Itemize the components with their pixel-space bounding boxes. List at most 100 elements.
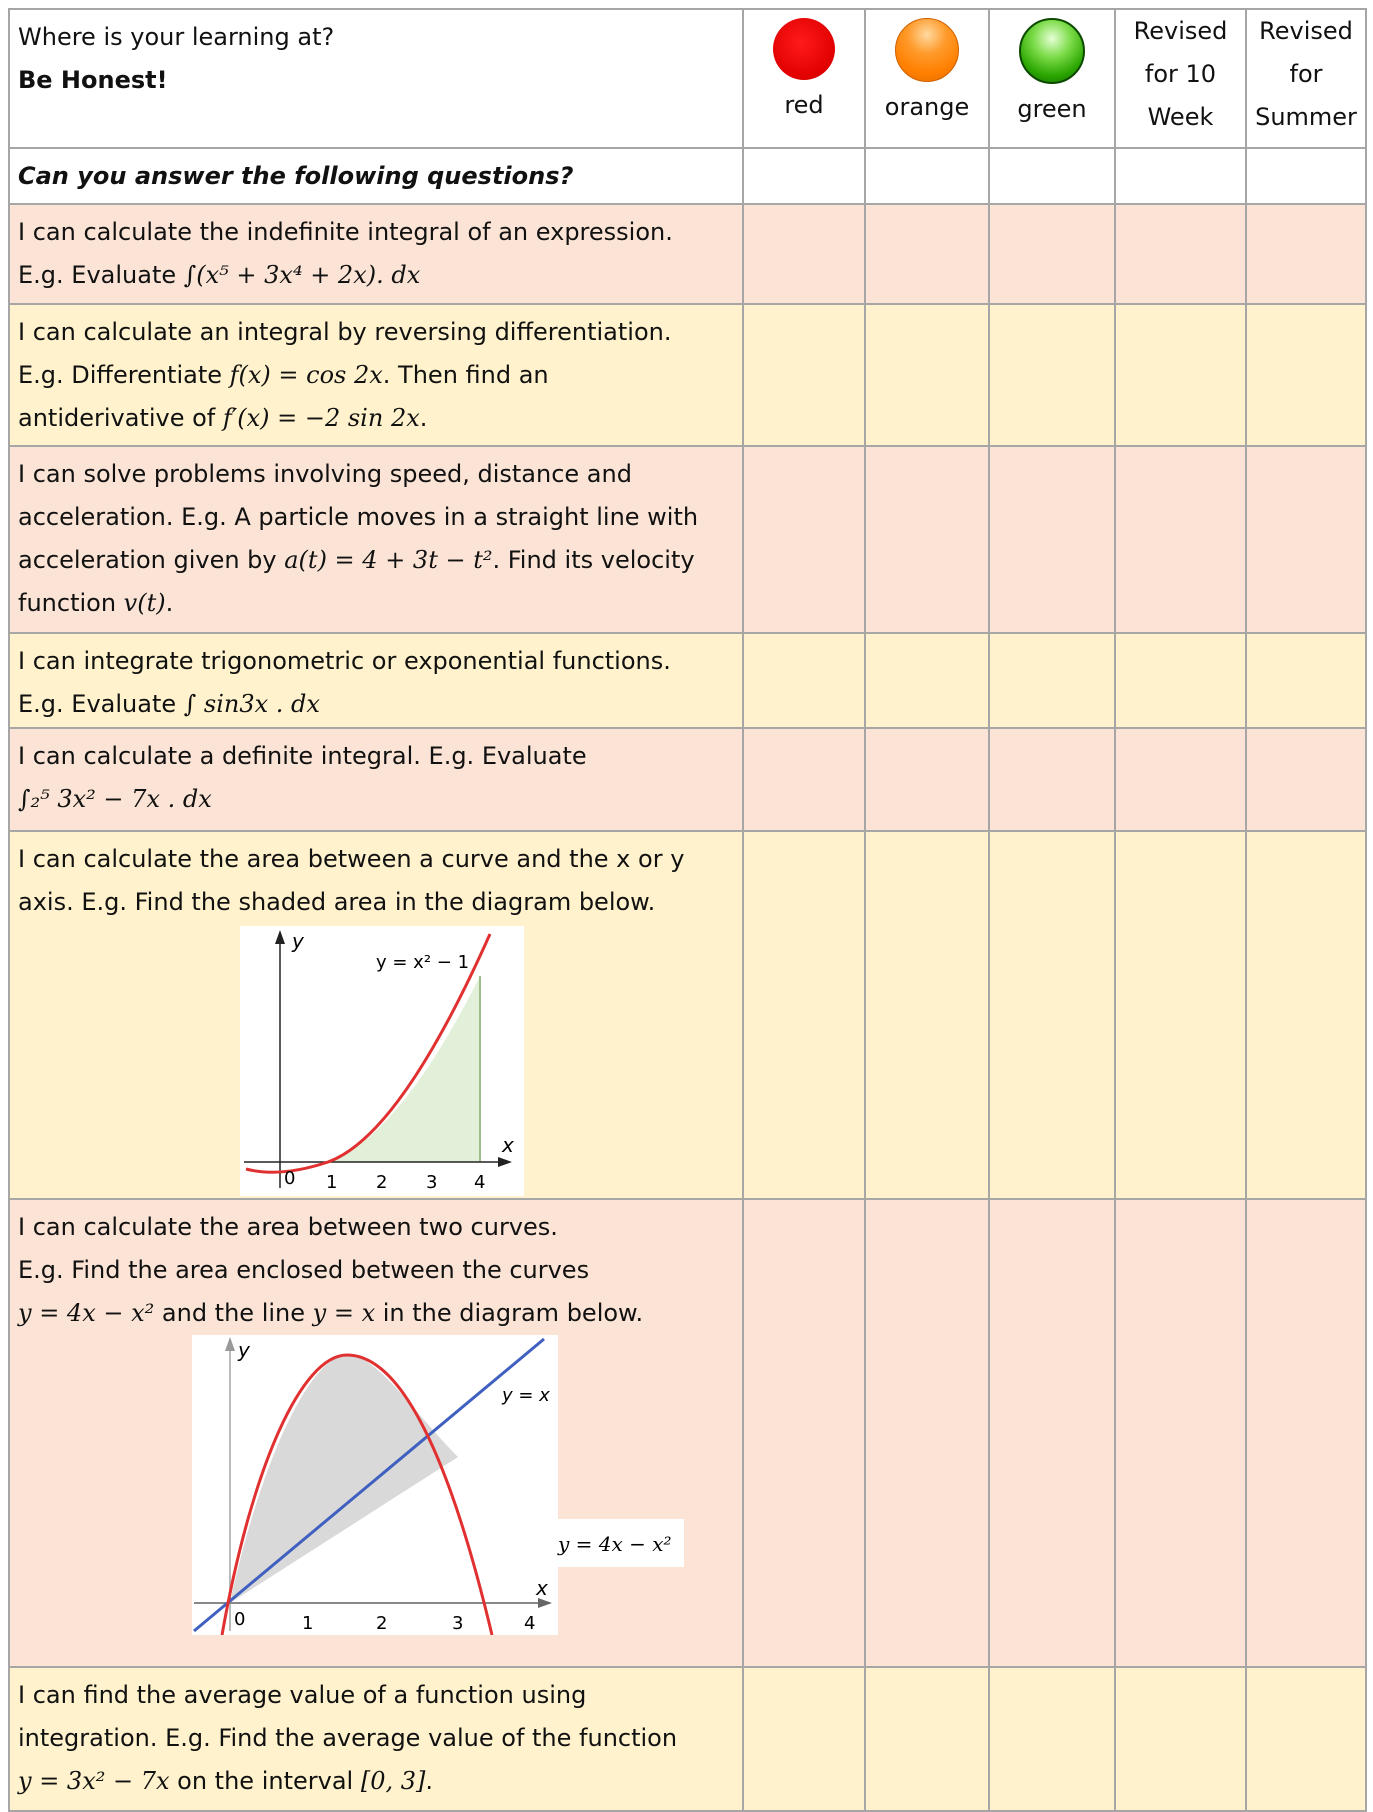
row2-line2: E.g. Differentiate f(x) = cos 2x. Then f… [18, 354, 734, 397]
self-assessment-table: Where is your learning at? Be Honest! re… [8, 8, 1367, 1812]
row3-line3-math: a(t) = 4 + 3t − t² [284, 546, 493, 574]
row2-line3-suffix: . [419, 404, 428, 432]
check-cell-orange[interactable] [864, 1198, 990, 1668]
check-cell-revised-summer[interactable] [1245, 727, 1367, 832]
check-cell-orange[interactable] [864, 830, 990, 1200]
revised-summer-line2: for [1289, 60, 1323, 88]
header-row: Where is your learning at? Be Honest! re… [8, 8, 1367, 149]
question-row-4: I can integrate trigonometric or exponen… [8, 632, 1367, 729]
check-cell-revised-10[interactable] [1114, 445, 1247, 634]
question-row-5: I can calculate a definite integral. E.g… [8, 727, 1367, 832]
row8-line3: y = 3x² − 7x on the interval [0, 3]. [18, 1760, 734, 1803]
check-cell-green[interactable] [988, 445, 1116, 634]
diagram2-tick-4: 4 [524, 1613, 535, 1634]
revised10-line1: Revised [1133, 17, 1228, 45]
check-cell-red[interactable] [742, 632, 866, 729]
check-cell-revised-10[interactable] [1114, 830, 1247, 1200]
check-cell-revised-10[interactable] [1114, 203, 1247, 305]
check-cell[interactable] [988, 147, 1116, 205]
header-revised-summer-cell: Revised for Summer [1245, 8, 1367, 149]
check-cell-revised-summer[interactable] [1245, 303, 1367, 447]
subheader-text: Can you answer the following questions? [18, 162, 574, 190]
diagram1-tick-0: 0 [284, 1168, 295, 1189]
diagram2-tick-1: 1 [302, 1613, 313, 1634]
row2-line3-math: f′(x) = −2 sin 2x [222, 404, 420, 432]
check-cell-orange[interactable] [864, 632, 990, 729]
row7-line2: E.g. Find the area enclosed between the … [18, 1256, 590, 1284]
check-cell-revised-summer[interactable] [1245, 830, 1367, 1200]
orange-label: orange [884, 93, 970, 121]
check-cell[interactable] [742, 147, 866, 205]
row7-mid: and the line [154, 1299, 313, 1327]
check-cell-revised-10[interactable] [1114, 303, 1247, 447]
row1-prefix: E.g. Evaluate [18, 261, 184, 289]
row6-line1: I can calculate the area between a curve… [18, 845, 685, 873]
check-cell-red[interactable] [742, 727, 866, 832]
header-question-cell: Where is your learning at? Be Honest! [8, 8, 744, 149]
check-cell-revised-summer[interactable] [1245, 632, 1367, 729]
check-cell-orange[interactable] [864, 203, 990, 305]
diagram1-tick-1: 1 [326, 1172, 337, 1193]
revised-summer-line1: Revised [1259, 17, 1353, 45]
check-cell-revised-10[interactable] [1114, 632, 1247, 729]
row8-math: y = 3x² − 7x [18, 1767, 170, 1795]
row3-line3-prefix: acceleration given by [18, 546, 285, 574]
red-circle-icon [773, 18, 835, 80]
row1-line1: I can calculate the indefinite integral … [18, 218, 673, 246]
check-cell-revised-10[interactable] [1114, 1666, 1247, 1812]
revised10-line3: Week [1147, 103, 1214, 131]
row1-line2: E.g. Evaluate ∫(x⁵ + 3x⁴ + 2x). dx [18, 254, 734, 297]
row3-line4-suffix: . [165, 589, 174, 617]
header-honest: Be Honest! [18, 66, 168, 94]
check-cell-revised-summer[interactable] [1245, 203, 1367, 305]
check-cell[interactable] [864, 147, 990, 205]
area-between-curves-diagram: y x y = x y = 4x − x² 0 1 2 3 4 [192, 1335, 684, 1635]
check-cell-red[interactable] [742, 445, 866, 634]
check-cell-red[interactable] [742, 1666, 866, 1812]
check-cell-green[interactable] [988, 1666, 1116, 1812]
diagram2-curve-label: y = 4x − x² [557, 1532, 672, 1556]
check-cell-green[interactable] [988, 203, 1116, 305]
check-cell-green[interactable] [988, 1198, 1116, 1668]
diagram2-y-label: y [237, 1338, 251, 1362]
check-cell-orange[interactable] [864, 727, 990, 832]
green-circle-icon [1019, 18, 1085, 84]
diagram1-x-label: x [501, 1133, 514, 1157]
check-cell[interactable] [1114, 147, 1247, 205]
diagram2-tick-3: 3 [452, 1613, 463, 1634]
check-cell-green[interactable] [988, 303, 1116, 447]
check-cell-orange[interactable] [864, 1666, 990, 1812]
row4-line1: I can integrate trigonometric or exponen… [18, 647, 671, 675]
check-cell[interactable] [1245, 147, 1367, 205]
diagram1-tick-3: 3 [426, 1172, 437, 1193]
diagram1-tick-2: 2 [376, 1172, 387, 1193]
row3-line3-suffix: . Find its velocity [492, 546, 695, 574]
check-cell-red[interactable] [742, 303, 866, 447]
diagram2-x-label: x [535, 1576, 548, 1600]
subheader-row: Can you answer the following questions? [8, 147, 1367, 205]
check-cell-revised-summer[interactable] [1245, 1198, 1367, 1668]
check-cell-revised-summer[interactable] [1245, 1666, 1367, 1812]
row2-suffix: . Then find an [382, 361, 549, 389]
check-cell-orange[interactable] [864, 303, 990, 447]
header-orange-cell: orange [864, 8, 990, 149]
diagram2-tick-2: 2 [376, 1613, 387, 1634]
check-cell-green[interactable] [988, 727, 1116, 832]
row7-suffix: in the diagram below. [375, 1299, 644, 1327]
check-cell-green[interactable] [988, 830, 1116, 1200]
check-cell-red[interactable] [742, 1198, 866, 1668]
row7-line1: I can calculate the area between two cur… [18, 1213, 558, 1241]
check-cell-red[interactable] [742, 830, 866, 1200]
question-row-6: I can calculate the area between a curve… [8, 830, 1367, 1200]
check-cell-green[interactable] [988, 632, 1116, 729]
check-cell-revised-10[interactable] [1114, 727, 1247, 832]
header-question: Where is your learning at? [18, 23, 335, 51]
check-cell-revised-summer[interactable] [1245, 445, 1367, 634]
check-cell-red[interactable] [742, 203, 866, 305]
row4-line2: E.g. Evaluate ∫ sin3x . dx [18, 683, 734, 726]
check-cell-orange[interactable] [864, 445, 990, 634]
question-row-7: I can calculate the area between two cur… [8, 1198, 1367, 1668]
row2-line3: antiderivative of f′(x) = −2 sin 2x. [18, 397, 734, 440]
row2-prefix: E.g. Differentiate [18, 361, 230, 389]
check-cell-revised-10[interactable] [1114, 1198, 1247, 1668]
